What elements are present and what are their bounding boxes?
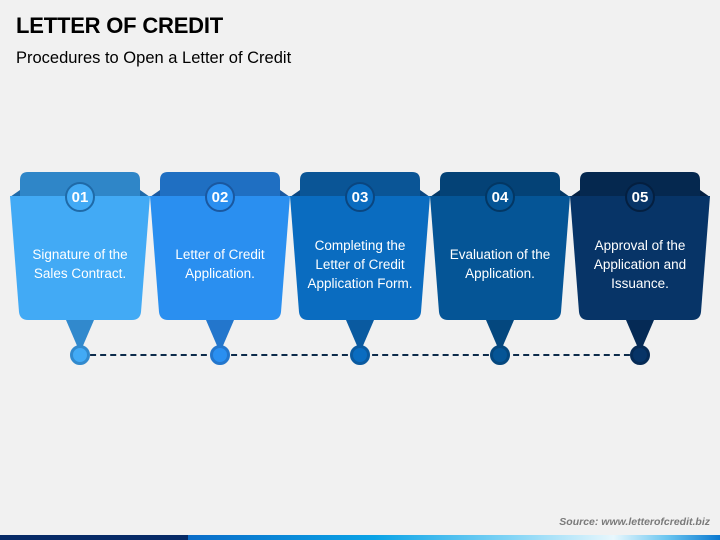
step-card-02: 02 Letter of Credit Application. [150, 172, 290, 367]
step-card-04: 04 Evaluation of the Application. [430, 172, 570, 367]
step-number-badge: 04 [485, 182, 515, 212]
timeline-node [630, 345, 650, 365]
step-card-01: 01 Signature of the Sales Contract. [10, 172, 150, 367]
bottom-accent-bar [0, 535, 720, 540]
step-card-shape [150, 172, 290, 348]
bottom-bar-navy-segment [0, 535, 188, 540]
step-description: Letter of Credit Application. [175, 247, 265, 281]
page-title: LETTER OF CREDIT [16, 13, 224, 38]
step-description: Completing the Letter of Credit Applicat… [307, 237, 413, 291]
step-description: Evaluation of the Application. [449, 247, 551, 281]
step-number-badge: 05 [625, 182, 655, 212]
bottom-bar-gradient-segment [188, 535, 720, 540]
step-number-badge: 02 [205, 182, 235, 212]
page-subtitle: Procedures to Open a Letter of Credit [16, 49, 292, 67]
step-number-badge: 01 [65, 182, 95, 212]
source-citation: Source: www.letterofcredit.biz [559, 516, 710, 528]
timeline-node [210, 345, 230, 365]
step-description: Signature of the Sales Contract. [32, 247, 128, 281]
timeline-node [490, 345, 510, 365]
timeline-node [70, 345, 90, 365]
timeline-node [350, 345, 370, 365]
step-card-03: 03 Completing the Letter of Credit Appli… [290, 172, 430, 367]
step-description: Approval of the Application and Issuance… [593, 237, 687, 291]
step-number-badge: 03 [345, 182, 375, 212]
step-card-05: 05 Approval of the Application and Issua… [570, 172, 710, 367]
